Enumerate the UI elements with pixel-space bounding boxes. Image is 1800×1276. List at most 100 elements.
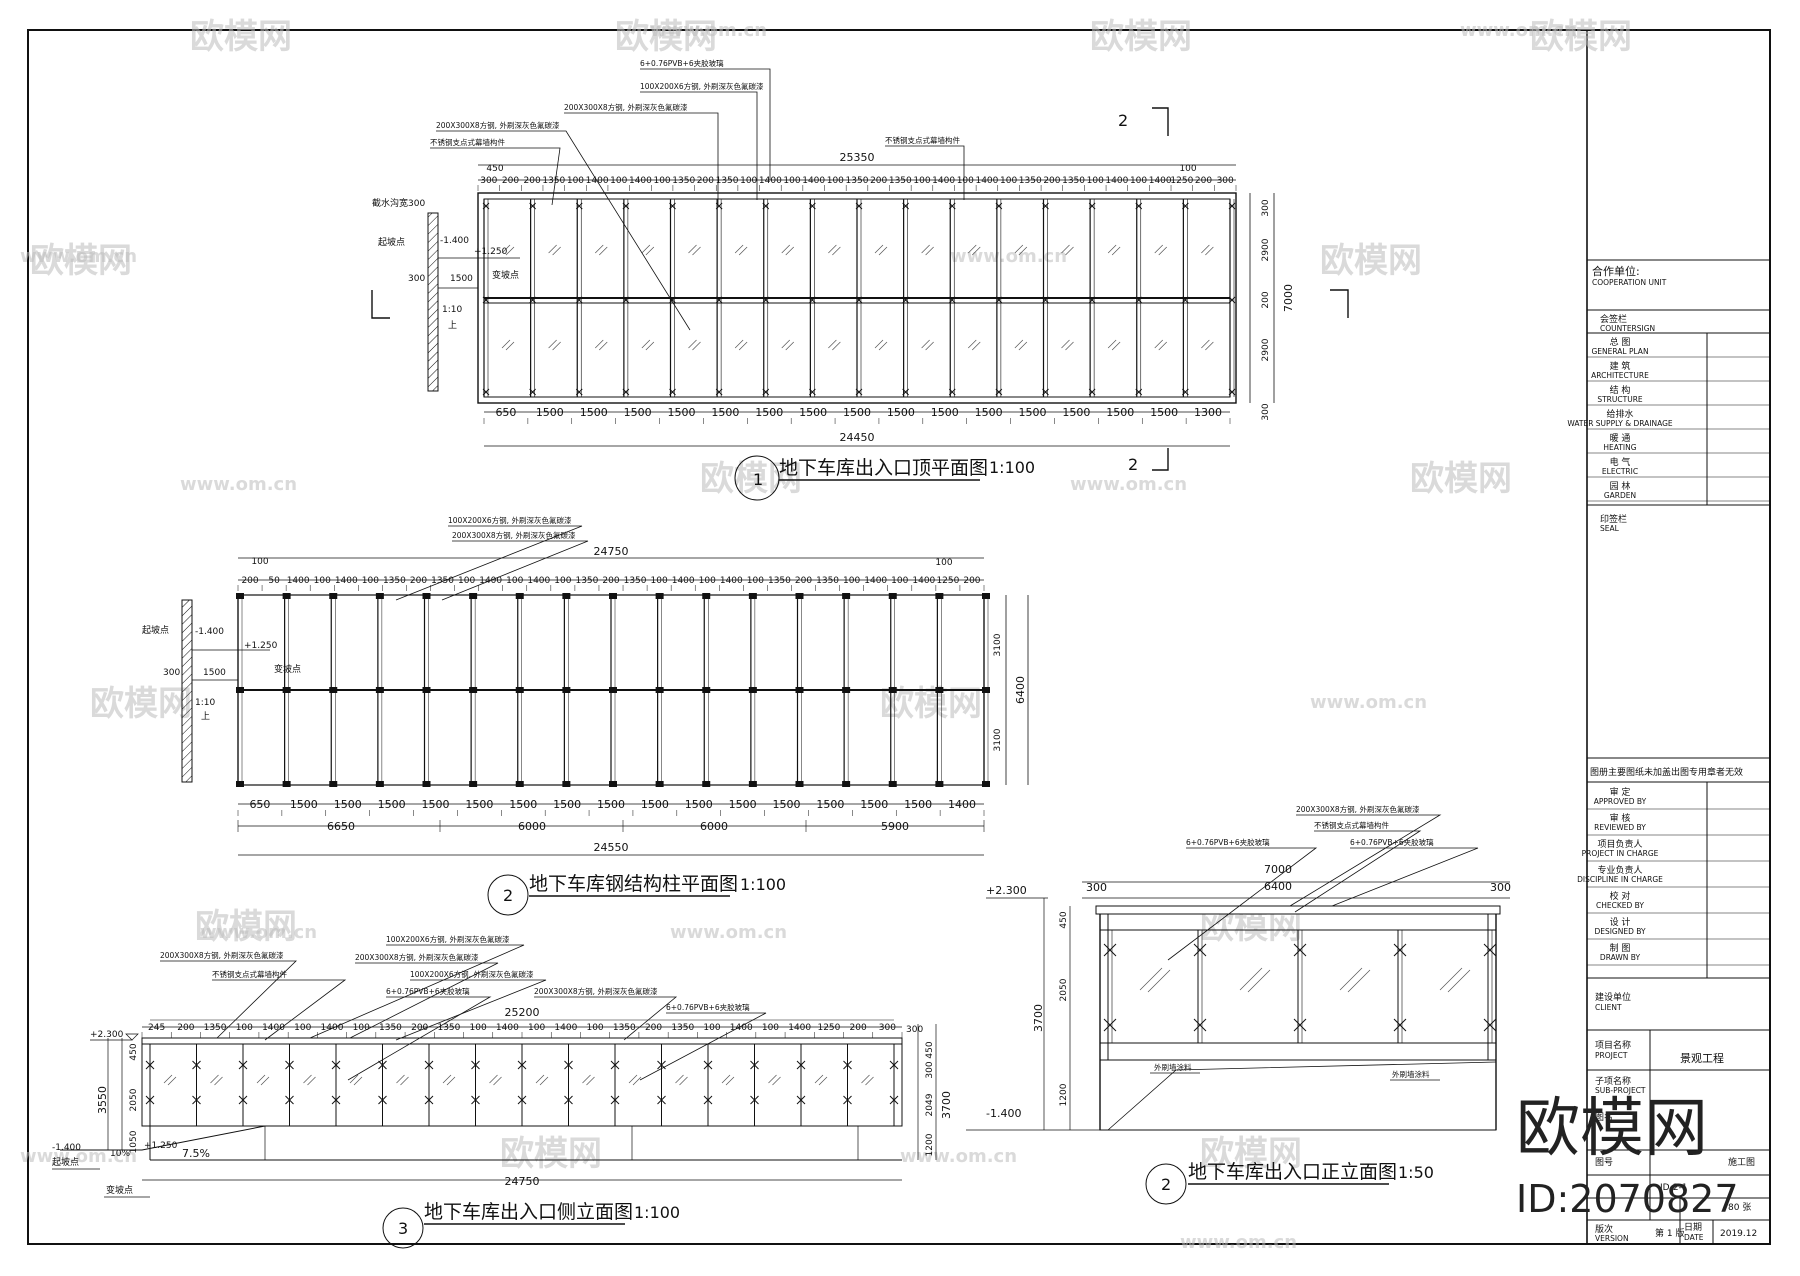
plan2-bottom-dim-1: 650: [249, 798, 270, 811]
tb-discipline-en-3: STRUCTURE: [1597, 395, 1643, 404]
plan1-note-1: 6+0.76PVB+6夹胶玻璃: [640, 58, 724, 68]
elev3-top-dim-13: 1400: [496, 1023, 519, 1033]
plan1-top-dim-31: 100: [1130, 176, 1147, 186]
tb-role-2: 审 核: [1610, 812, 1631, 824]
front-elevation: 7000 6400 300 300 +2.300 -1.400 450 2050…: [966, 804, 1511, 1205]
plan2-bottom-dim-7: 1500: [509, 798, 537, 811]
watermark-brand-13: 欧模网: [500, 1134, 602, 1174]
elev2-scale: 1:50: [1398, 1163, 1434, 1182]
tb-client-en: CLIENT: [1595, 1003, 1622, 1012]
plan1-top-dim-25: 100: [1000, 176, 1017, 186]
plan1-overall-top-dim: 25350: [840, 151, 875, 164]
tb-client: 建设单位: [1595, 991, 1631, 1003]
tb-discipline-en-1: GENERAL PLAN: [1591, 347, 1648, 356]
plan2-top-dim-27: 1400: [864, 576, 887, 586]
elev2-left-dim-4: 1200: [1059, 1083, 1069, 1106]
elev3-top-dim-26: 300: [879, 1023, 896, 1033]
plan2-top-dim-28: 100: [891, 576, 908, 586]
plan1-top-dim-11: 200: [697, 176, 714, 186]
elev3-top-dim-15: 1400: [554, 1023, 577, 1033]
plan2-bottom-dim-10: 1500: [641, 798, 669, 811]
watermark-url-1: www.om.cn: [650, 20, 767, 41]
plan2-top-dim-11: 1400: [479, 576, 502, 586]
elev3-top-dim-8: 100: [353, 1023, 370, 1033]
plan1-top-dim-14: 1400: [759, 176, 782, 186]
watermark-url-7: www.om.cn: [1310, 692, 1427, 713]
elev3-top-dim-12: 100: [470, 1023, 487, 1033]
plan1-bottom-dim-4: 1500: [624, 406, 652, 419]
plan2-bottom-dim-13: 1500: [773, 798, 801, 811]
plan1-top-dim-10: 1350: [672, 176, 695, 186]
plan2-top-dim-25: 1350: [816, 576, 839, 586]
elev3-note-8: 6+0.76PVB+6夹胶玻璃: [666, 1002, 750, 1012]
plan1-top-dim-18: 1350: [846, 176, 869, 186]
plan1-note-3: 200X300X8方钢, 外刷深灰色氟碳漆: [564, 102, 688, 112]
tb-discipline-2: 建 筑: [1610, 360, 1631, 372]
elev2-label-1: 外刷墙涂料: [1154, 1062, 1192, 1072]
plan1-overall-bottom-dim: 24450: [840, 431, 875, 444]
elev3-right-dim-5: 1200: [925, 1133, 935, 1156]
plan2-left-label-7: 1:10: [195, 698, 215, 708]
elev3-note-3: 200X300X8方钢, 外刷深灰色氟碳漆: [355, 952, 479, 962]
tb-role-5: 校 对: [1610, 890, 1631, 902]
plan2-top-dim-8: 200: [410, 576, 427, 586]
tb-role-en-6: DESIGNED BY: [1594, 927, 1646, 936]
plan2-top-dim-1: 200: [241, 576, 258, 586]
plan2-left-label-5: 1500: [203, 668, 226, 678]
plan2-overall-top-dim: 24750: [594, 545, 629, 558]
watermark-brand-5: 欧模网: [1320, 241, 1422, 281]
elev2-note-1: 200X300X8方钢, 外刷深灰色氟碳漆: [1296, 804, 1420, 814]
watermark-brand-7: 欧模网: [700, 459, 802, 499]
watermark-brand-6: 欧模网: [30, 241, 132, 281]
plan1-top-dim-28: 1350: [1062, 176, 1085, 186]
tb-discipline-5: 暖 通: [1610, 432, 1631, 444]
plan2-top-dim-31: 200: [963, 576, 980, 586]
tb-discipline-en-4: WATER SUPPLY & DRAINAGE: [1567, 419, 1673, 428]
plan1-top-dim-16: 1400: [802, 176, 825, 186]
plan2-bottom-dim-12: 1500: [729, 798, 757, 811]
plan1-extra-dim-1: 450: [486, 164, 503, 174]
plan1-top-dim-27: 200: [1043, 176, 1060, 186]
plan2-extra-dim-1: 100: [251, 557, 268, 567]
plan1-bottom-dim-9: 1500: [843, 406, 871, 419]
plan2-right-dim-1: 3100: [993, 633, 1003, 656]
plan1-top-dim-4: 1350: [542, 176, 565, 186]
plan2-group-dim-4: 5900: [881, 820, 909, 833]
plan2-bottom-dim-11: 1500: [685, 798, 713, 811]
plan1-top-dim-17: 100: [827, 176, 844, 186]
elev3-num: 3: [398, 1219, 408, 1238]
plan1-top-dim-15: 100: [783, 176, 800, 186]
watermark-url-3: www.om.cn: [20, 246, 137, 267]
plan2-top-dim-16: 200: [602, 576, 619, 586]
elev3-top-dim-22: 100: [762, 1023, 779, 1033]
plan1-title: 地下车库出入口顶平面图: [779, 457, 988, 479]
plan2-top-dim-15: 1350: [575, 576, 598, 586]
tb-date-en: DATE: [1684, 1233, 1704, 1242]
plan1-top-dim-5: 100: [567, 176, 584, 186]
elev2-level-2: -1.400: [986, 1107, 1021, 1120]
plan1-bottom-dim-7: 1500: [755, 406, 783, 419]
tb-drawing-label: 图名: [1595, 1111, 1613, 1123]
plan2-top-dim-24: 200: [795, 576, 812, 586]
plan2-group-dim-3: 6000: [700, 820, 728, 833]
plan1-bottom-dim-16: 1500: [1150, 406, 1178, 419]
elev3-level-2: -1.400: [52, 1143, 81, 1153]
tb-role-en-4: DISCIPLINE IN CHARGE: [1577, 875, 1663, 884]
tb-discipline-en-6: ELECTRIC: [1602, 467, 1638, 476]
tb-discipline-en-5: HEATING: [1603, 443, 1636, 452]
plan2-top-dim-21: 1400: [720, 576, 743, 586]
plan2-top-dim-10: 100: [458, 576, 475, 586]
plan1-top-dim-33: 1250: [1170, 176, 1193, 186]
elev3-note-7: 200X300X8方钢, 外刷深灰色氟碳漆: [534, 986, 658, 996]
plan2-extra-dim-2: 100: [935, 558, 952, 568]
plan1-top-dim-12: 1350: [716, 176, 739, 186]
plan1-top-dim-30: 1400: [1105, 176, 1128, 186]
plan1-bottom-dim-6: 1500: [711, 406, 739, 419]
elev2-label-2: 外刷墙涂料: [1392, 1069, 1430, 1079]
plan2-scale: 1:100: [740, 875, 786, 894]
elev3-top-dim-17: 1350: [613, 1023, 636, 1033]
elev3-left-dim-4: 3550: [96, 1086, 109, 1114]
elev2-level-1: +2.300: [986, 884, 1027, 897]
